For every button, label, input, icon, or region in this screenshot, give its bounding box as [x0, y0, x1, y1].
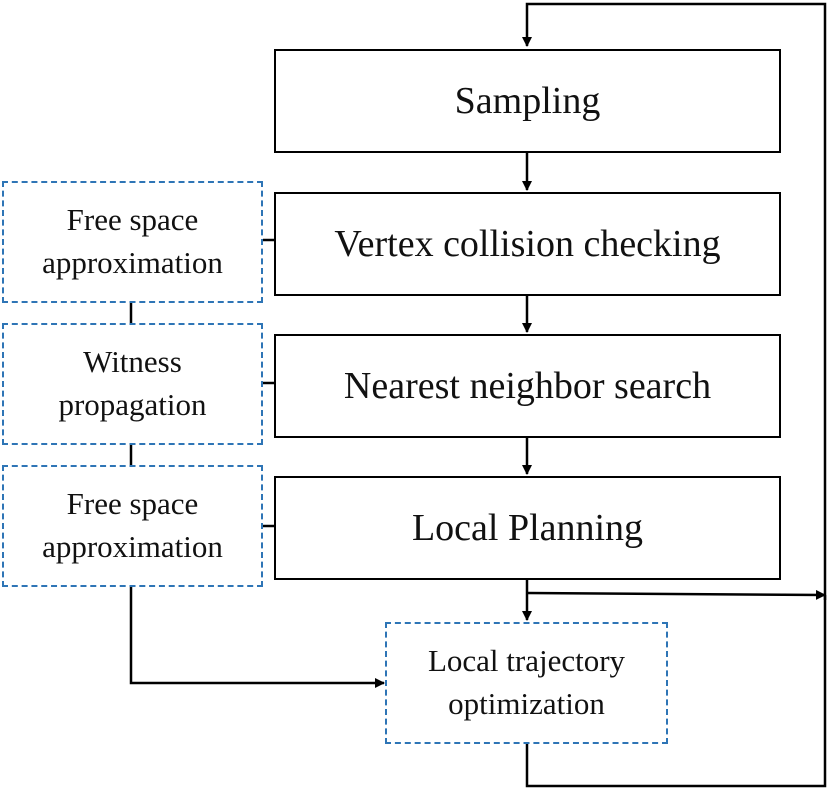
step-local-planning-label: Local Planning: [411, 507, 644, 549]
arrow-local-planning-to-loop: [526, 589, 826, 600]
module-free-space-1-line1: Free space: [66, 202, 199, 238]
module-free-space-1-line2: approximation: [42, 245, 223, 280]
loop-bottom-line: [525, 595, 827, 788]
step-local-planning: Local Planning: [274, 476, 781, 580]
step-nearest-neighbor-search: Nearest neighbor search: [274, 334, 781, 438]
module-local-trajectory-optimization: Local trajectory optimization: [385, 622, 668, 744]
step-sampling-label: Sampling: [454, 80, 601, 122]
module-local-trajectory-line2: optimization: [448, 686, 605, 721]
module-witness-line2: propagation: [58, 387, 207, 422]
module-witness-propagation: Witness propagation: [2, 323, 263, 445]
module-free-space-2-line2: approximation: [42, 529, 223, 564]
loop-top-arrow: [522, 2, 827, 600]
module-free-space-2-line1: Free space: [66, 486, 199, 522]
step-nearest-neighbor-label: Nearest neighbor search: [343, 365, 712, 407]
step-vertex-collision-label: Vertex collision checking: [334, 223, 721, 265]
arrow-free-space-2-to-trajectory: [129, 586, 385, 688]
module-local-trajectory-line1: Local trajectory: [427, 643, 626, 679]
step-vertex-collision-checking: Vertex collision checking: [274, 192, 781, 296]
step-sampling: Sampling: [274, 49, 781, 153]
module-free-space-approximation-2: Free space approximation: [2, 465, 263, 587]
module-free-space-approximation-1: Free space approximation: [2, 181, 263, 303]
module-witness-line1: Witness: [83, 344, 182, 380]
